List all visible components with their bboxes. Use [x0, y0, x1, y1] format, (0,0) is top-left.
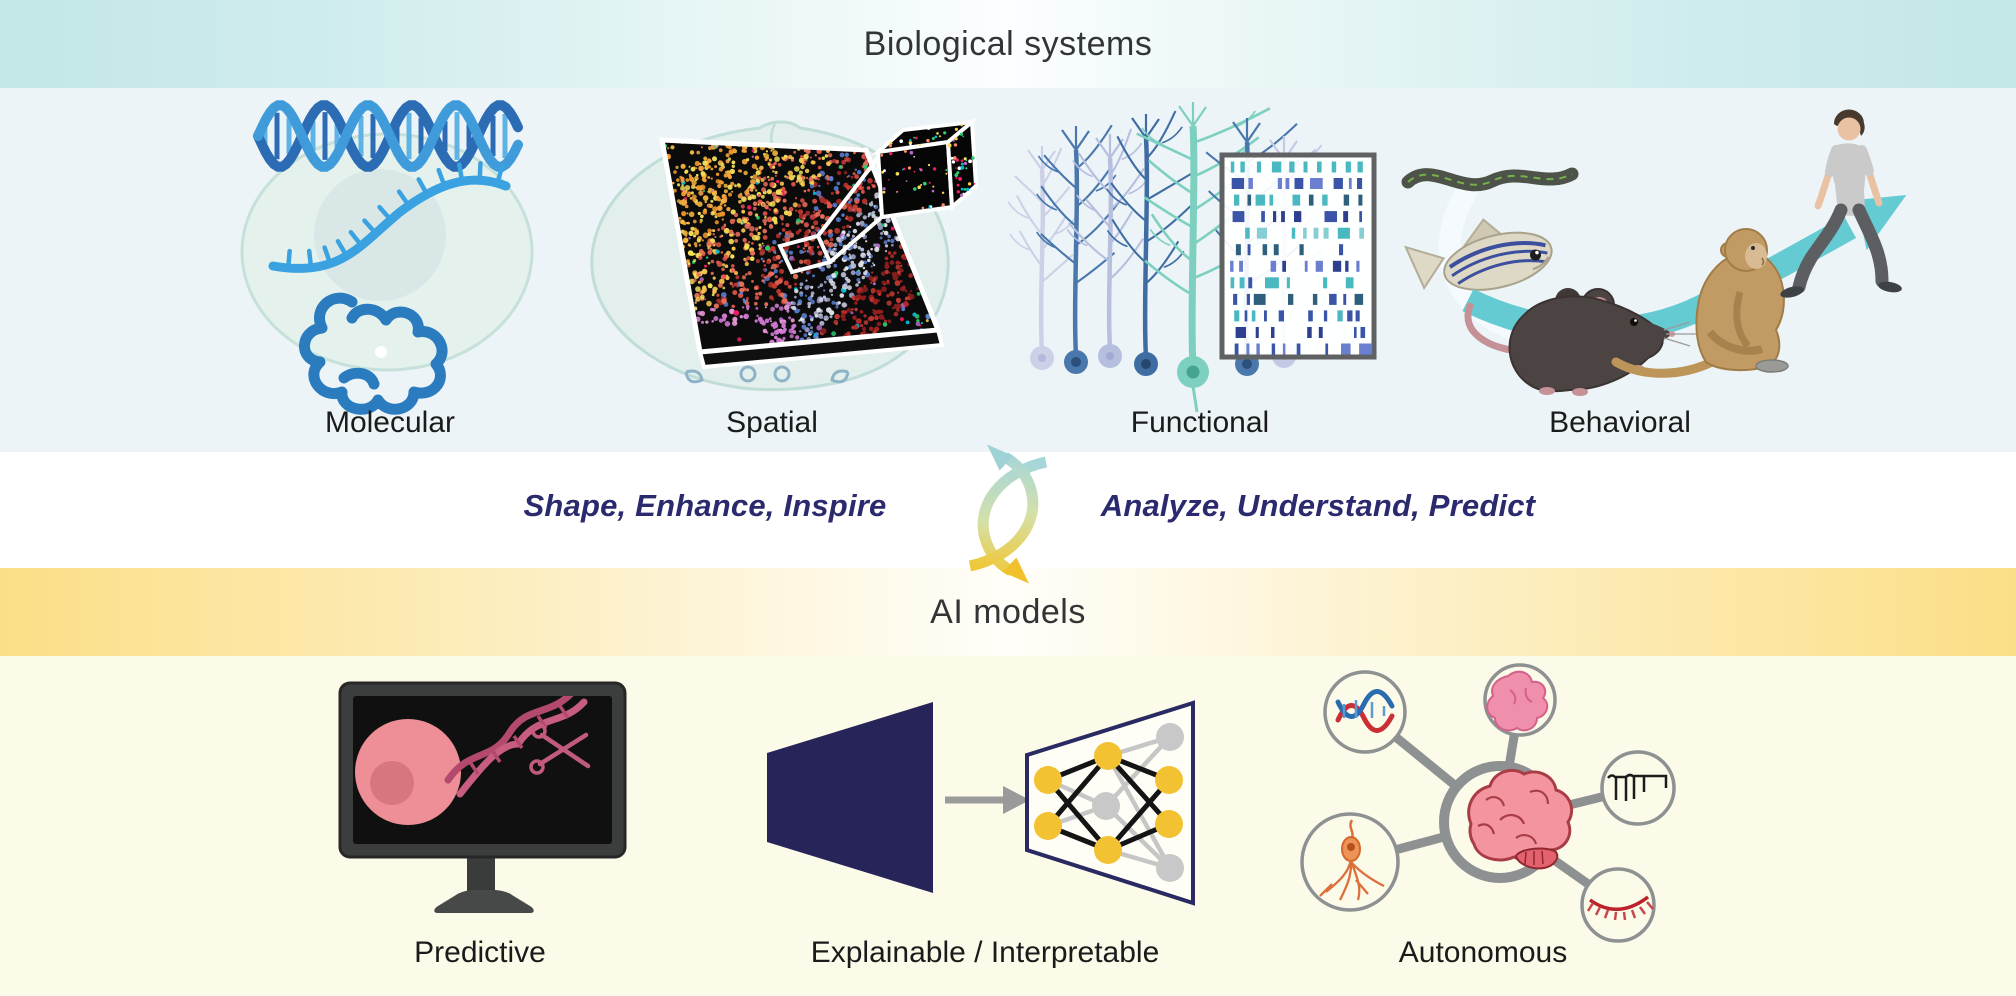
raster-plot-icon: [1219, 152, 1377, 360]
ai-section-background: [0, 656, 2016, 996]
label-autonomous: Autonomous: [1398, 936, 1568, 969]
brain-slice-icon: [658, 137, 945, 370]
biological-banner: Biological systems: [0, 0, 2016, 88]
cell-nucleus-on-screen: [370, 761, 414, 805]
cycle-text-right: Analyze, Understand, Predict: [1100, 488, 1536, 523]
human-icon: [1780, 109, 1902, 298]
worm-icon: [1401, 167, 1579, 192]
protein-blob-icon: [1486, 670, 1549, 732]
cycle-text-left: Shape, Enhance, Inspire: [523, 488, 887, 523]
dna-node-circle: [1323, 670, 1407, 754]
autonomous-illustration: [1300, 663, 1676, 943]
label-predictive: Predictive: [414, 936, 546, 969]
protein-texture: [1509, 687, 1533, 705]
neural-network-icon: [1025, 700, 1195, 906]
explainable-illustration: [767, 700, 1195, 906]
zebrafish-icon: [1403, 218, 1553, 291]
monkey-icon: [1611, 228, 1789, 378]
spatial-illustration: [590, 117, 979, 392]
spike-node-circle: [1600, 750, 1676, 826]
label-explainable: Explainable / Interpretable: [810, 936, 1160, 969]
protein-icon: [299, 292, 448, 415]
eyelash-node-circle: [1580, 867, 1656, 943]
eyelash-icon: [1586, 895, 1654, 921]
biological-title: Biological systems: [863, 24, 1153, 63]
ai-banner: AI models: [0, 568, 2016, 656]
monitor-icon: [338, 681, 627, 913]
voxel-cube-icon: [871, 117, 979, 220]
cycle-arrows-icon: [968, 444, 1048, 584]
label-functional: Functional: [1130, 406, 1270, 439]
flow-arrowhead: [1003, 786, 1030, 814]
behavioral-illustration: [1401, 109, 1907, 396]
spike-trace-icon: [1607, 773, 1668, 801]
dna-scissors-on-screen: [444, 696, 591, 798]
brain-detail-right: [830, 369, 850, 384]
ventricle-right: [773, 365, 791, 383]
brain-icon: [1467, 769, 1573, 870]
monitor-base: [434, 890, 534, 913]
molecular-illustration: [240, 100, 534, 415]
label-spatial: Spatial: [726, 406, 818, 439]
label-molecular: Molecular: [324, 406, 456, 439]
rna-icon: [268, 160, 511, 274]
protein-highlight: [375, 346, 387, 358]
functional-illustration: [1007, 102, 1377, 413]
dna-icon: [253, 100, 523, 172]
neuron-icon: [1319, 819, 1385, 901]
dna-icon: [1335, 689, 1395, 733]
ai-title: AI models: [930, 592, 1086, 631]
label-behavioral: Behavioral: [1549, 406, 1691, 439]
brain-detail-left: [684, 369, 704, 384]
ventricle-left: [739, 365, 757, 383]
monitor-stand: [467, 855, 495, 895]
black-box-icon: [767, 702, 933, 893]
